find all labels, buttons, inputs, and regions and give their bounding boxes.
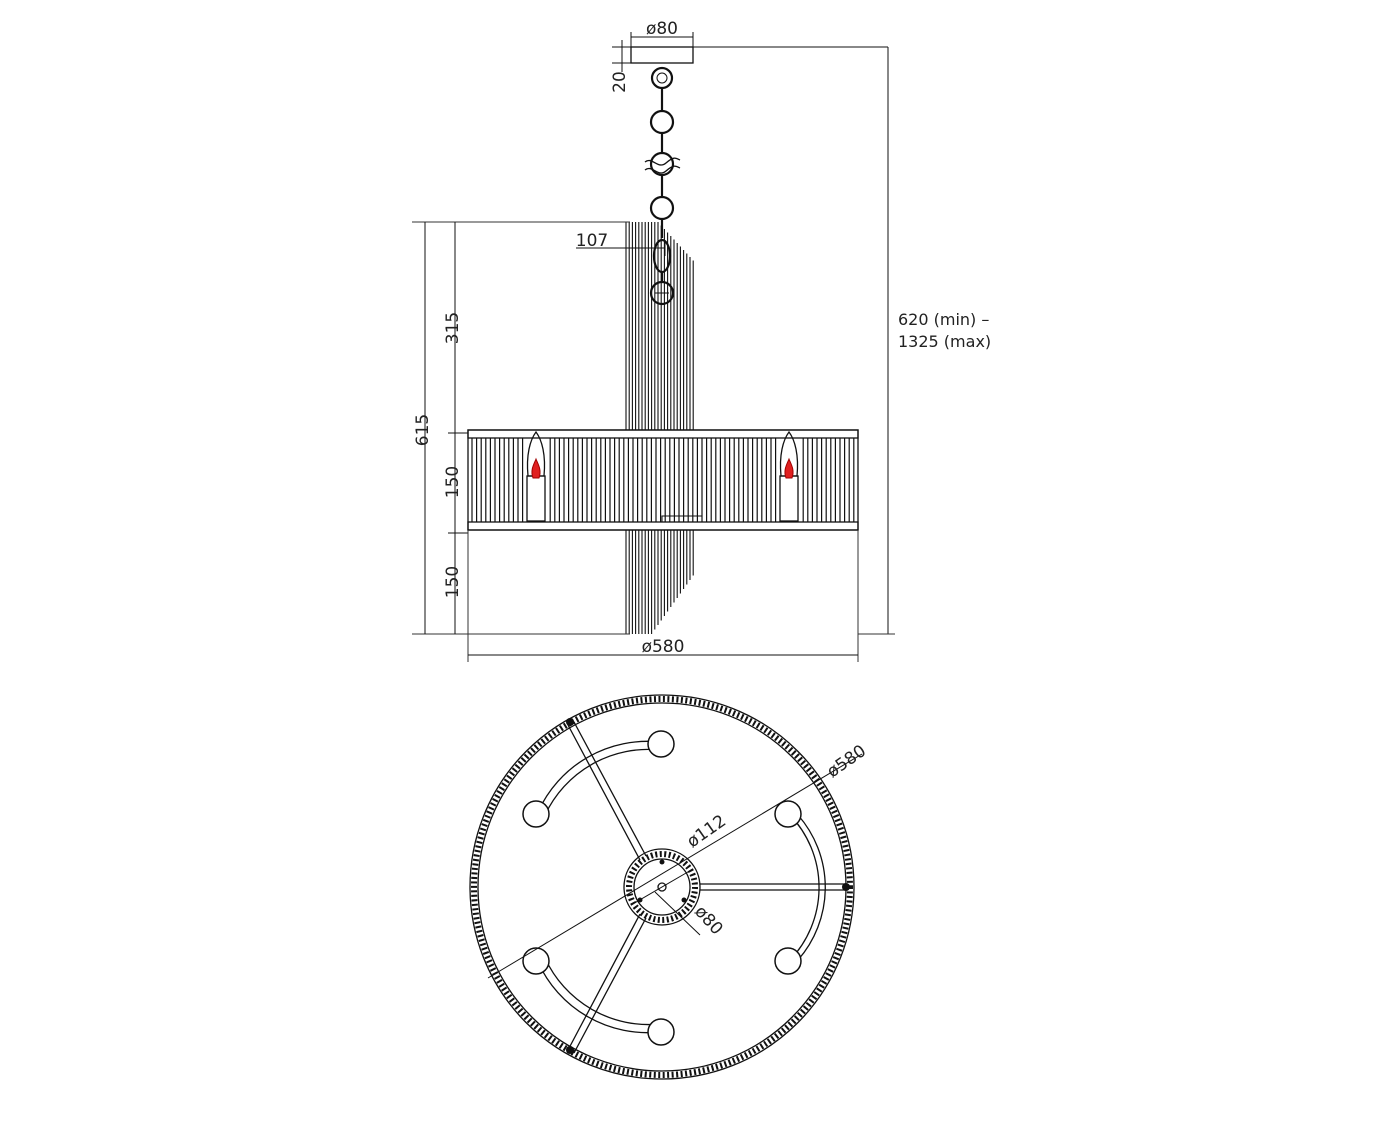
candle-bulb-right	[779, 430, 799, 522]
bulb-icon	[647, 1018, 675, 1046]
canopy-diameter-dimension: ø80	[630, 19, 694, 47]
chain-offset-label: 107	[576, 231, 608, 251]
ceiling-canopy	[612, 46, 888, 64]
canopy-height-label: 20	[610, 71, 630, 93]
lower-section-height-label: 150	[443, 566, 463, 598]
outer-diameter-label: ø580	[823, 741, 870, 782]
support-arms	[537, 718, 850, 1054]
crystal-ring-band	[467, 429, 859, 531]
canopy-height-dimension: 20	[610, 40, 630, 93]
ring-diameter-dimension: ø580	[467, 530, 859, 662]
bulb-icon	[647, 730, 675, 758]
total-height-dimension: 615	[412, 221, 630, 635]
hub-inner-diameter-label: ø80	[690, 902, 726, 939]
ring-height-label: 150	[443, 466, 463, 498]
bulb-icon	[522, 947, 550, 975]
side-view: ø80 20 107	[412, 19, 991, 662]
bulb-icon	[774, 800, 802, 828]
overall-height-dimension: 620 (min) – 1325 (max)	[858, 47, 991, 635]
top-view: ø580 ø112 ø80	[469, 694, 870, 1080]
ring-diameter-label: ø580	[642, 637, 685, 657]
section-height-dimensions: 315 150 150	[443, 222, 468, 634]
overall-height-max-label: 1325 (max)	[898, 332, 991, 351]
crystal-column-lower	[625, 530, 694, 634]
hanging-chain	[644, 66, 681, 306]
top-view-bulbs	[522, 730, 802, 1046]
central-hub	[623, 848, 701, 926]
candle-bulb-left	[526, 430, 546, 522]
hub-outer-diameter-label: ø112	[683, 811, 730, 852]
canopy-diameter-label: ø80	[646, 19, 678, 39]
upper-section-height-label: 315	[443, 312, 463, 344]
overall-height-min-label: 620 (min) –	[898, 310, 989, 329]
total-height-label: 615	[413, 414, 433, 446]
bulb-icon	[774, 947, 802, 975]
bulb-icon	[522, 800, 550, 828]
crystal-column-upper	[625, 222, 694, 430]
chain-offset-dimension: 107	[576, 231, 666, 256]
top-view-dimensions: ø580 ø112 ø80	[487, 741, 870, 979]
